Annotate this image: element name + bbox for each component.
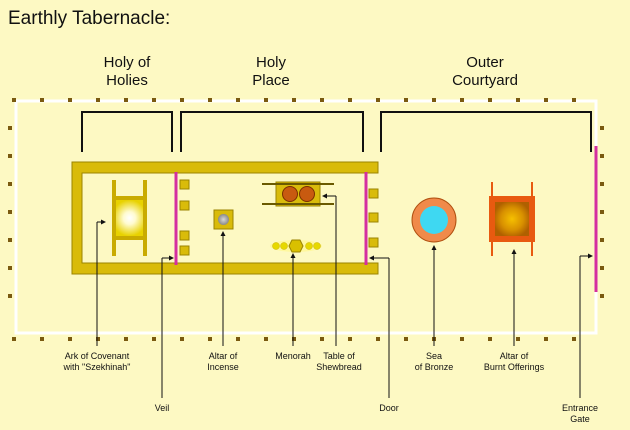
label-altar-of-incense: Altar of Incense [207,351,239,372]
fence-post [544,98,548,102]
leader-lines [96,193,593,398]
fence-post [404,98,408,102]
fence-post [600,266,604,270]
fence-post [8,266,12,270]
fence-post [264,337,268,341]
fence-post [124,337,128,341]
fence-post [180,337,184,341]
fence-post [600,182,604,186]
fence-post [96,337,100,341]
label-sea-of-bronze: Sea of Bronze [414,351,454,372]
fence-post [152,98,156,102]
fence-posts [8,98,604,341]
tent-walls [71,161,379,275]
fence-post [544,337,548,341]
fence-post [320,337,324,341]
fence-post [600,294,604,298]
fence-post [600,126,604,130]
fence-post [12,337,16,341]
fence-post [516,98,520,102]
altar-of-incense [213,209,234,230]
fence-post [236,98,240,102]
altar-of-burnt-offerings [489,182,535,256]
table-of-shewbread [262,181,334,207]
label-door: Door [379,403,399,413]
section-brackets [81,111,592,152]
sea-of-bronze [411,197,457,243]
label-ark-of-covenant: Ark of Covenant with "Szekhinah" [63,351,131,372]
bracket-holy-place [180,111,364,152]
label-veil: Veil [154,403,170,413]
fence-post [96,98,100,102]
fence-post [124,98,128,102]
fence-post [488,98,492,102]
fence-post [264,98,268,102]
fence-post [292,337,296,341]
fence-post [404,337,408,341]
fence-post [208,98,212,102]
fence-post [68,98,72,102]
fence-post [600,238,604,242]
fence-post [8,210,12,214]
bracket-holy-of-holies [81,111,173,152]
fence-post [12,98,16,102]
fence-post [460,337,464,341]
fence-post [320,98,324,102]
fence-post [348,337,352,341]
fence-post [376,337,380,341]
fence-post [572,337,576,341]
label-entrance-gate: Entrance Gate [561,403,599,424]
section-label-holy-place: Holy Place [252,54,290,89]
fence-post [8,182,12,186]
fence-post [516,337,520,341]
veil-pillars [179,179,190,256]
ark-of-covenant [112,180,147,256]
fence-post [600,154,604,158]
fence-post [572,98,576,102]
fence-post [152,337,156,341]
fence-post [68,337,72,341]
fence-post [432,98,436,102]
fence-post [292,98,296,102]
bracket-outer-courtyard [380,111,592,152]
fence-post [348,98,352,102]
fence-post [460,98,464,102]
fence-post [208,337,212,341]
fence-post [40,98,44,102]
menorah [270,239,322,253]
fence-post [600,210,604,214]
label-altar-of-burnt-offerings: Altar of Burnt Offerings [483,351,545,372]
fence-post [8,294,12,298]
diagram-title: Earthly Tabernacle: [8,8,171,29]
label-menorah: Menorah [275,351,311,361]
label-table-of-shewbread: Table of Shewbread [316,351,362,372]
fence-post [236,337,240,341]
section-label-outer-courtyard: Outer Courtyard [452,54,518,89]
courtyard-fence [14,99,598,335]
fence-post [376,98,380,102]
fence-post [180,98,184,102]
tent-structure [71,161,379,275]
fence-post [8,238,12,242]
section-label-holy-of-holies: Holy of Holies [103,54,151,89]
fence-post [8,154,12,158]
fence-post [488,337,492,341]
door-pillars [368,188,379,248]
fence-post [40,337,44,341]
fence-post [8,126,12,130]
